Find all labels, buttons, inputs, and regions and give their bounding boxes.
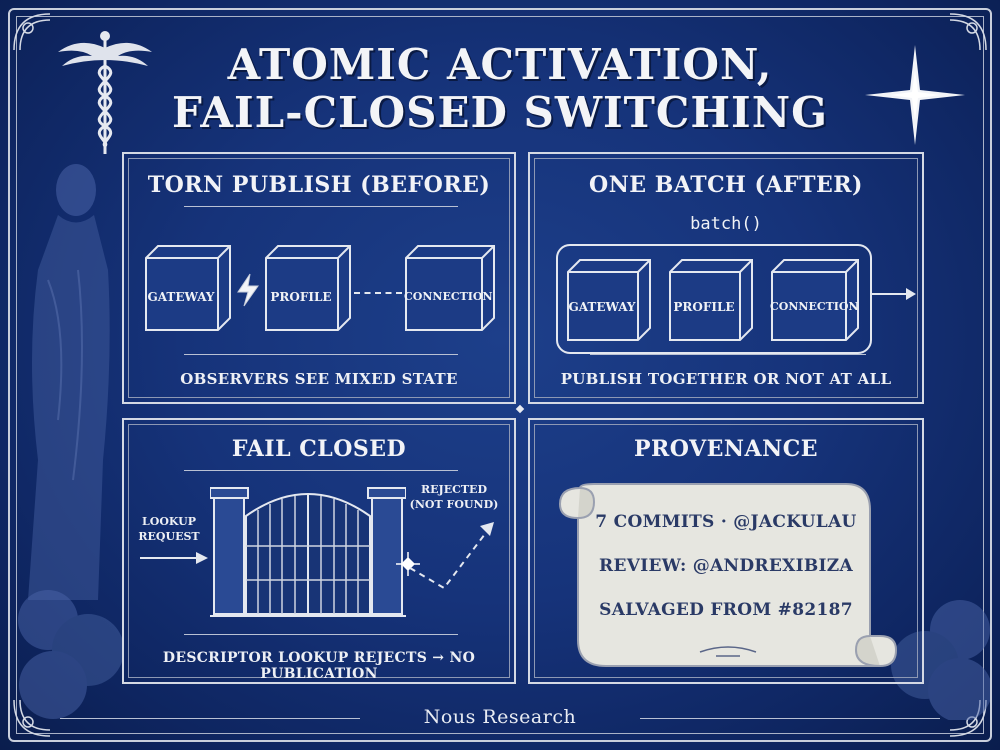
batch-call-label: batch()	[690, 214, 762, 234]
one-batch-panel: ONE BATCH (AFTER) batch() GATEWAY PROFIL…	[528, 152, 924, 404]
connection-label: CONNECTION	[770, 300, 859, 313]
footer-rule-left	[60, 718, 360, 719]
batch-container	[556, 244, 872, 354]
profile-box: PROFILE	[668, 258, 754, 342]
provenance-salvaged: SALVAGED FROM #82187	[599, 600, 853, 620]
gateway-box: GATEWAY	[566, 258, 652, 342]
divider	[184, 634, 458, 635]
arrow-right-icon	[140, 552, 208, 564]
caduceus-icon	[58, 31, 152, 154]
rejection-arrow-icon	[396, 522, 494, 590]
footer-rule-right	[640, 718, 940, 719]
gateway-box: GATEWAY	[144, 244, 232, 332]
lightning-icon	[237, 273, 259, 307]
title-line-2: FAIL-CLOSED SWITCHING	[172, 88, 828, 137]
provenance-title: PROVENANCE	[633, 436, 818, 462]
gateway-label: GATEWAY	[147, 290, 215, 304]
divider	[590, 354, 866, 355]
divider	[184, 470, 458, 471]
one-batch-caption: PUBLISH TOGETHER OR NOT AT ALL	[560, 370, 892, 388]
statue-figure	[28, 164, 110, 600]
closed-gate-icon	[210, 487, 406, 617]
divider	[184, 206, 458, 207]
cloud-left	[18, 590, 124, 719]
fail-closed-caption: DESCRIPTOR LOOKUP REJECTS → NO PUBLICATI…	[162, 650, 476, 682]
divider	[184, 354, 458, 355]
provenance-panel: PROVENANCE 7 COMMITS · @JACKULAU REVIEW:…	[528, 418, 924, 684]
connection-label: CONNECTION	[404, 290, 493, 303]
outer-frame	[8, 8, 992, 742]
cube-icon	[771, 259, 859, 341]
connection-box: CONNECTION	[404, 244, 496, 332]
cube-icon	[265, 245, 351, 331]
torn-publish-panel: TORN PUBLISH (BEFORE) GATEWAY PROFILE CO…	[122, 152, 516, 404]
corner-ornament-bl	[13, 699, 51, 737]
connection-box: CONNECTION	[770, 258, 860, 342]
title-line-1: ATOMIC ACTIVATION,	[227, 40, 773, 89]
provenance-commits: 7 COMMITS · @JACKULAU	[595, 512, 857, 532]
fail-closed-panel: FAIL CLOSED LOOKUP REQUEST REJECTED (NOT…	[122, 418, 516, 684]
fail-closed-title: FAIL CLOSED	[231, 436, 407, 462]
dashed-connector	[354, 292, 402, 294]
lookup-request-label: LOOKUP REQUEST	[138, 515, 200, 543]
arrow-right-icon	[872, 288, 916, 300]
cube-icon	[567, 259, 651, 341]
rejected-label: REJECTED (NOT FOUND)	[409, 483, 499, 511]
cube-icon	[405, 245, 495, 331]
profile-box: PROFILE	[264, 244, 352, 332]
one-batch-title: ONE BATCH (AFTER)	[589, 172, 863, 198]
star-icon	[865, 45, 965, 145]
cube-icon	[145, 245, 231, 331]
footer-brand: Nous Research	[423, 706, 577, 728]
cube-icon	[669, 259, 753, 341]
torn-publish-caption: OBSERVERS SEE MIXED STATE	[180, 370, 458, 388]
scroll-icon	[558, 483, 898, 667]
gateway-label: GATEWAY	[568, 300, 636, 314]
corner-ornament-tr	[949, 13, 987, 51]
profile-label: PROFILE	[673, 300, 735, 314]
profile-label: PROFILE	[270, 290, 332, 304]
inner-frame	[16, 16, 984, 734]
torn-publish-title: TORN PUBLISH (BEFORE)	[147, 172, 491, 198]
provenance-review: REVIEW: @ANDREXIBIZA	[599, 556, 853, 576]
corner-ornament-tl	[13, 13, 51, 51]
